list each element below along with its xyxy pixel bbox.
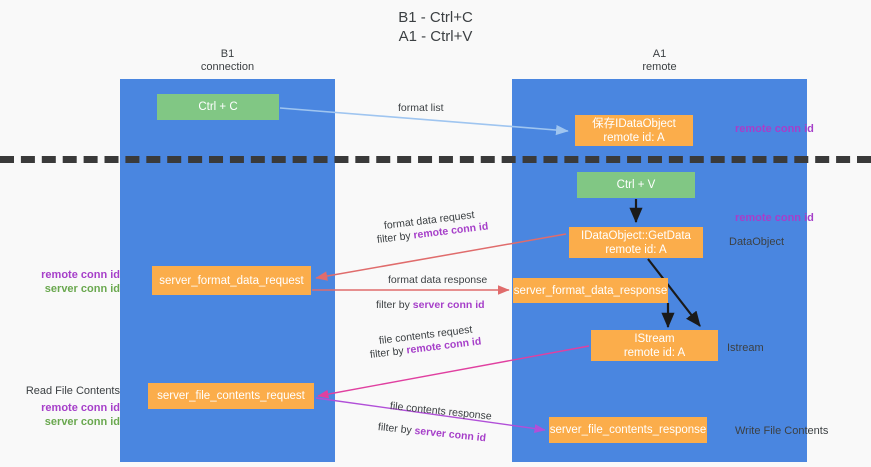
node-server-file-contents-response-label: server_file_contents_response [549, 424, 707, 436]
annotation-left-conn-ids-bottom: remote conn id server conn id [22, 401, 120, 429]
node-server-file-contents-request-label: server_file_contents_request [157, 390, 305, 402]
node-idataobject-getdata[interactable]: IDataObject::GetData remote id: A [569, 227, 703, 258]
filter-key-server-conn-id-1: server conn id [412, 299, 485, 311]
node-getdata-label: IDataObject::GetData [581, 229, 691, 242]
filter-key-server-conn-id-2: server conn id [413, 424, 487, 445]
annotation-remote-conn-id-mid: remote conn id [735, 212, 814, 224]
filter-prefix-3: filter by [369, 344, 408, 361]
edge-label-format-data-response-filter: filter by server conn id [376, 298, 485, 312]
title-line-2: A1 - Ctrl+V [398, 28, 473, 45]
annotation-left-remote-conn-id-1: remote conn id [41, 269, 120, 281]
node-idataobject[interactable]: 保存IDataObject remote id: A [575, 115, 693, 146]
column-header-b1-sub: connection [200, 61, 255, 73]
phase-divider [0, 156, 871, 163]
annotation-left-server-conn-id-2: server conn id [44, 416, 120, 428]
node-getdata-remote-id: remote id: A [605, 243, 667, 256]
node-server-format-data-response-label: server_format_data_response [513, 284, 668, 297]
node-idataobject-remote-id: remote id: A [603, 131, 665, 144]
annotation-dataobject: DataObject [729, 236, 785, 248]
annotation-remote-conn-id-top: remote conn id [735, 123, 814, 135]
node-ctrl-v-label: Ctrl + V [616, 179, 656, 191]
annotation-write-file-contents: Write File Contents [735, 425, 829, 437]
filter-prefix-2: filter by [376, 299, 413, 311]
title-line-1: B1 - Ctrl+C [398, 9, 473, 26]
filter-prefix-4: filter by [377, 421, 416, 437]
node-ctrl-c-label: Ctrl + C [198, 101, 238, 113]
annotation-left-remote-conn-id-2: remote conn id [41, 402, 120, 414]
node-ctrl-v[interactable]: Ctrl + V [577, 172, 695, 198]
filter-prefix-1: filter by [376, 229, 415, 246]
page-title: B1 - Ctrl+C A1 - Ctrl+V [0, 8, 871, 46]
annotation-read-file-contents: Read File Contents [25, 385, 120, 397]
node-server-format-data-request[interactable]: server_format_data_request [152, 266, 311, 295]
node-ctrl-c[interactable]: Ctrl + C [157, 94, 279, 120]
node-istream[interactable]: IStream remote id: A [591, 330, 718, 361]
column-header-b1-name: B1 [220, 48, 235, 60]
annotation-left-conn-ids-top: remote conn id server conn id [22, 268, 120, 296]
column-header-a1-name: A1 [652, 48, 667, 60]
node-server-file-contents-response[interactable]: server_file_contents_response [549, 417, 707, 443]
edge-label-format-list: format list [398, 102, 444, 114]
node-server-format-data-request-label: server_format_data_request [159, 274, 304, 287]
node-istream-label: IStream [634, 332, 675, 345]
column-header-a1-sub: remote [642, 61, 677, 73]
annotation-left-server-conn-id-1: server conn id [44, 283, 120, 295]
column-header-a1: A1 remote [512, 48, 807, 74]
node-server-format-data-response[interactable]: server_format_data_response [513, 278, 668, 303]
edge-label-file-contents-response-filter: filter by server conn id [377, 420, 486, 445]
node-idataobject-label: 保存IDataObject [592, 117, 676, 130]
edge-label-format-data-response: format data response [388, 274, 488, 286]
node-server-file-contents-request[interactable]: server_file_contents_request [148, 383, 314, 409]
annotation-istream: Istream [727, 342, 764, 354]
column-header-b1: B1 connection [120, 48, 335, 74]
edge-label-file-contents-response: file contents response [389, 400, 493, 423]
node-istream-remote-id: remote id: A [623, 346, 686, 359]
